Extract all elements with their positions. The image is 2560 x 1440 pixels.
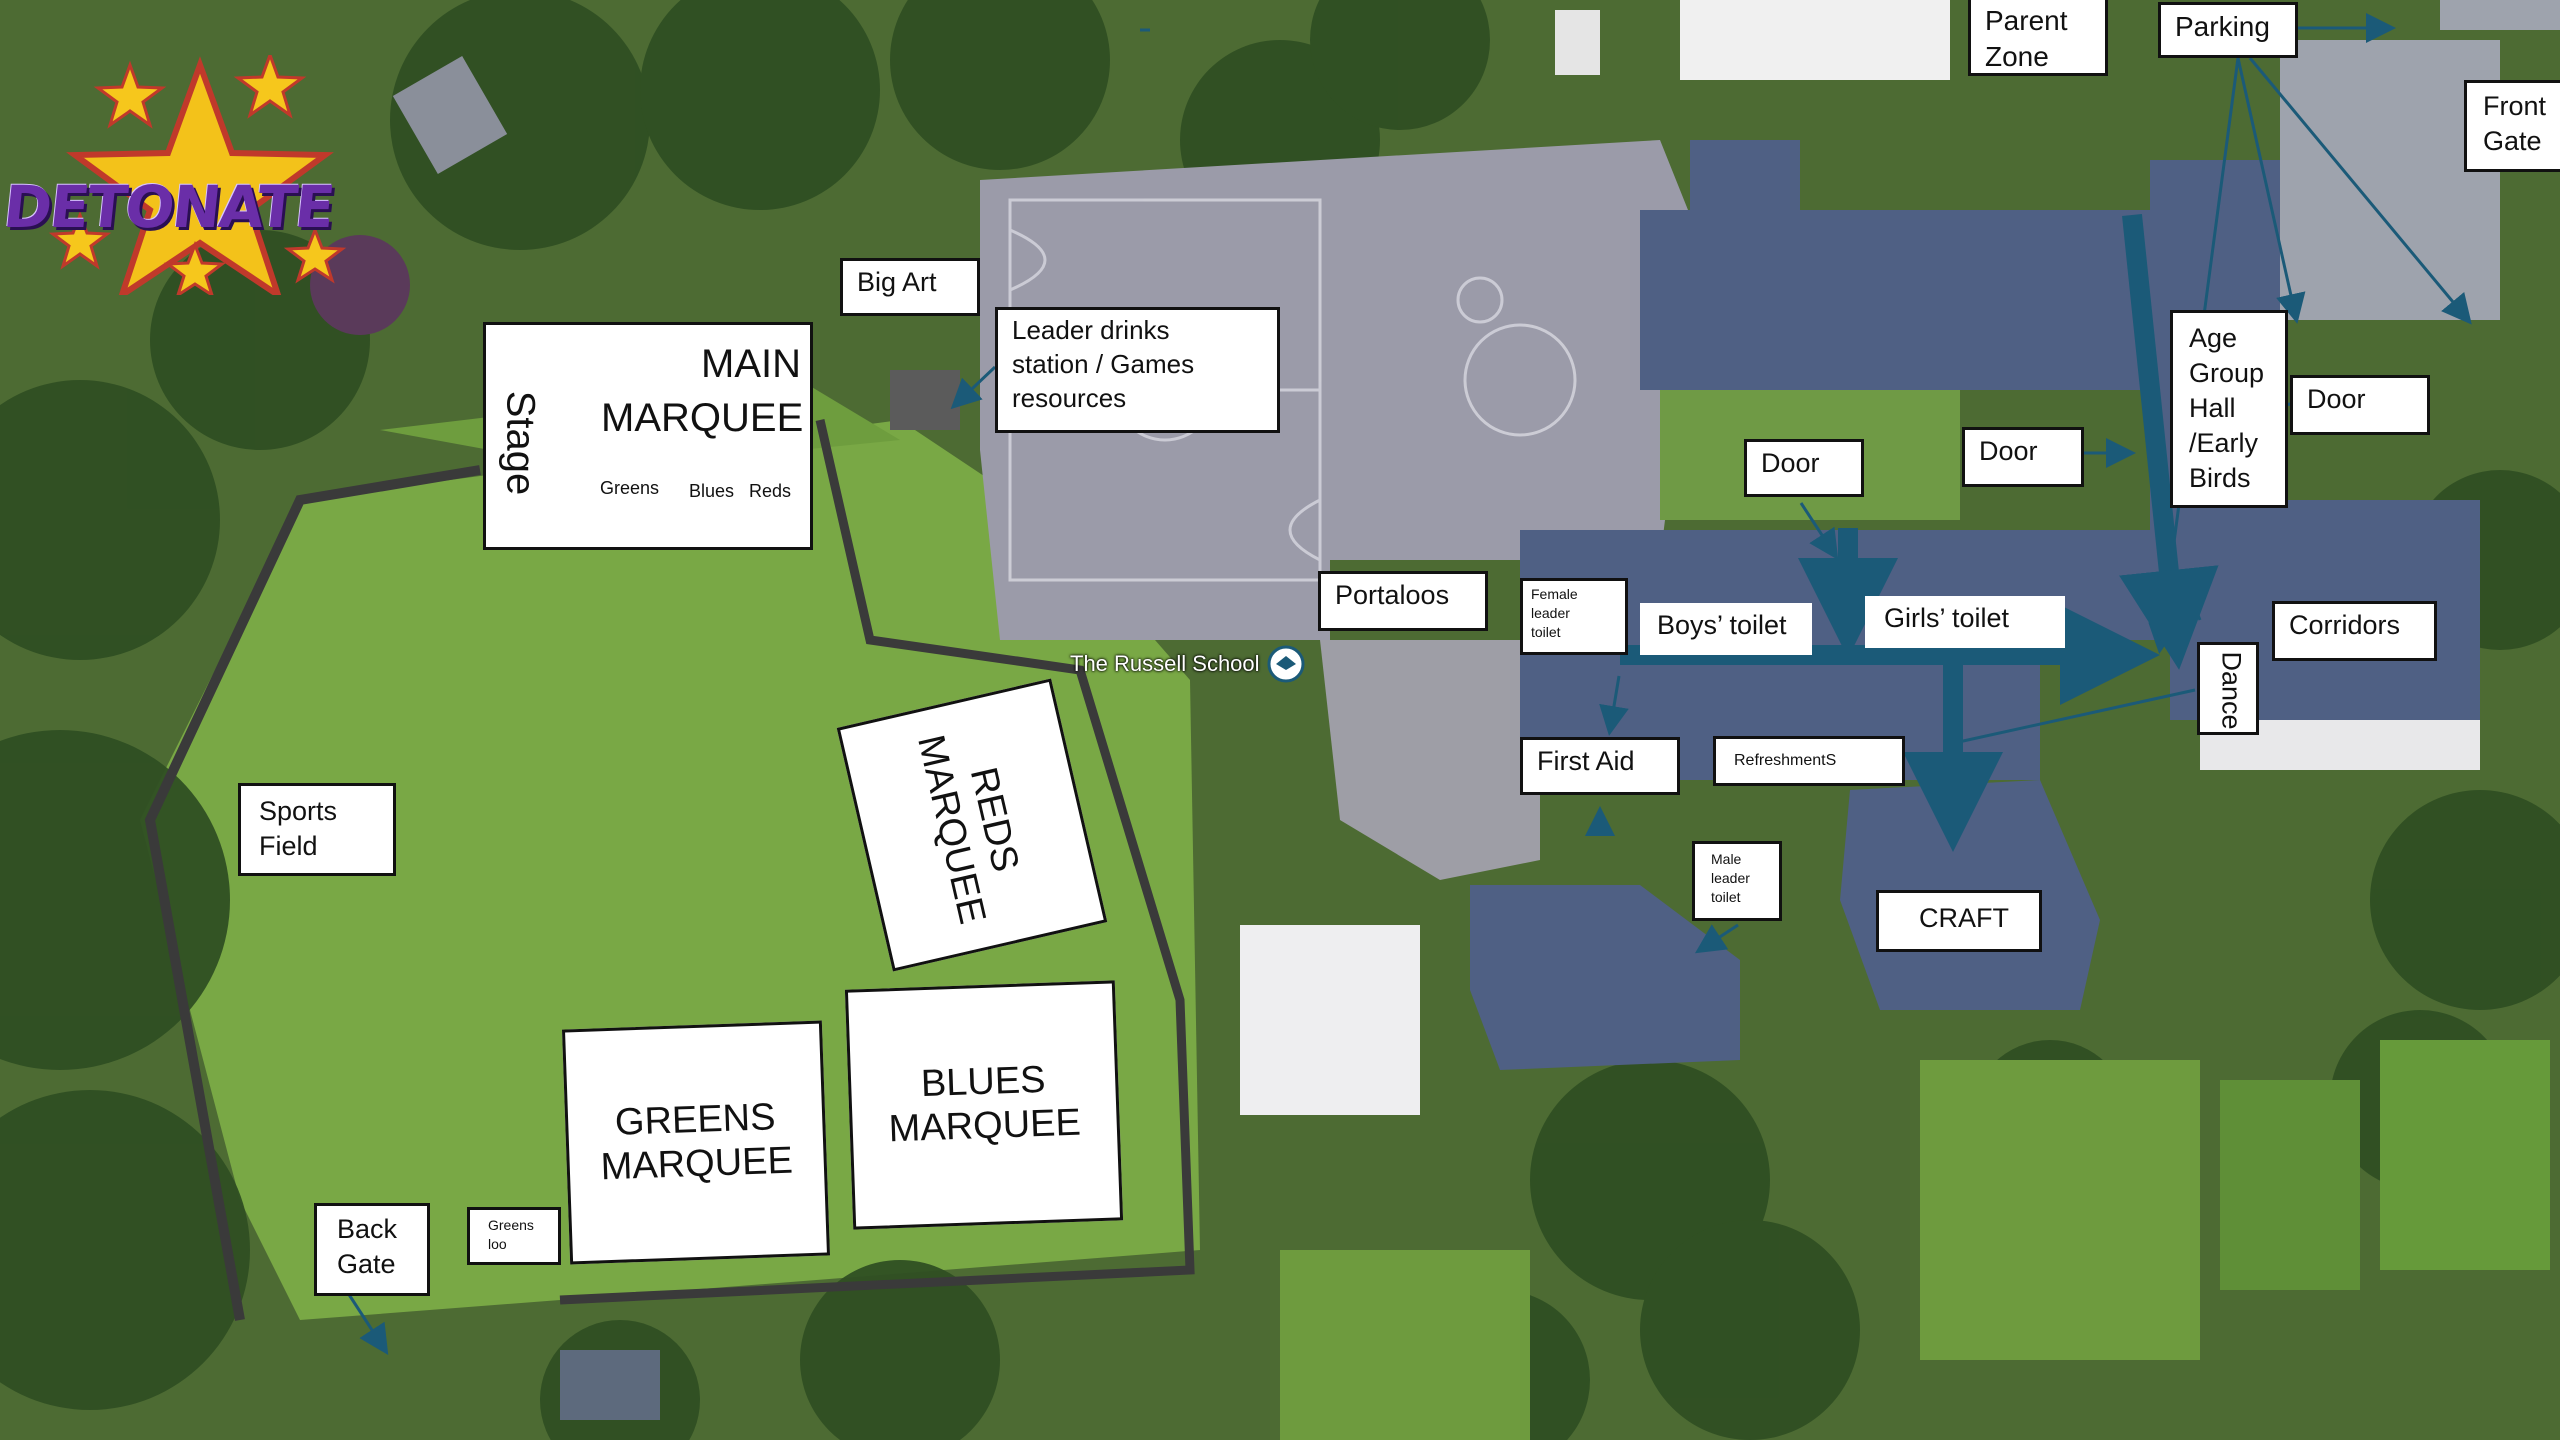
main-marquee-title: MAIN MARQUEE (601, 342, 804, 440)
label-first-aid[interactable]: First Aid (1520, 737, 1680, 795)
blues-seating-label: Blues (689, 481, 735, 501)
dance-text: Dance (2216, 651, 2247, 730)
label-door-2[interactable]: Door (1962, 427, 2084, 487)
label-back-gate[interactable]: Back Gate (314, 1203, 430, 1296)
detonate-logo: DETONATE (0, 50, 400, 303)
label-female-leader-toilet[interactable]: Female leader toilet (1520, 578, 1628, 655)
greens-marquee[interactable]: GREENS MARQUEE (561, 1020, 831, 1265)
reds-seating-label: Reds (749, 481, 792, 501)
blues-marquee[interactable]: BLUES MARQUEE (844, 980, 1124, 1230)
label-door-3[interactable]: Door (2290, 375, 2430, 435)
main-marquee[interactable]: MAIN MARQUEE Stage Greens Blues Reds (483, 322, 813, 550)
label-boys-toilet[interactable]: Boys’ toilet (1640, 603, 1812, 655)
label-sports-field[interactable]: Sports Field (238, 783, 396, 876)
stage-label: Stage (498, 390, 543, 496)
label-parking[interactable]: Parking (2158, 2, 2298, 58)
label-parent-zone[interactable]: Parent Zone (1968, 0, 2108, 76)
label-refreshments[interactable]: RefreshmentS (1713, 736, 1905, 786)
label-portaloos[interactable]: Portaloos (1318, 571, 1488, 631)
label-craft[interactable]: CRAFT (1876, 890, 2042, 952)
label-leader-drinks-station[interactable]: Leader drinks station / Games resources (995, 307, 1280, 433)
label-dance[interactable]: Dance (2197, 642, 2259, 735)
label-greens-loo[interactable]: Greens loo (467, 1207, 561, 1265)
label-big-art[interactable]: Big Art (840, 258, 980, 316)
star-icon (48, 50, 347, 303)
greens-seating-label: Greens (600, 478, 660, 498)
logo-text: DETONATE (0, 173, 337, 241)
label-male-leader-toilet[interactable]: Male leader toilet (1692, 841, 1782, 921)
label-door-1[interactable]: Door (1744, 439, 1864, 497)
label-age-group-hall[interactable]: Age Group Hall /Early Birds (2170, 310, 2288, 508)
label-girls-toilet[interactable]: Girls’ toilet (1865, 596, 2065, 648)
reds-marquee-title: REDS MARQUEE (909, 731, 1027, 929)
label-front-gate[interactable]: Front Gate (2464, 80, 2560, 172)
school-pin-label: The Russell School (1070, 651, 1260, 676)
label-corridors[interactable]: Corridors (2272, 601, 2437, 661)
